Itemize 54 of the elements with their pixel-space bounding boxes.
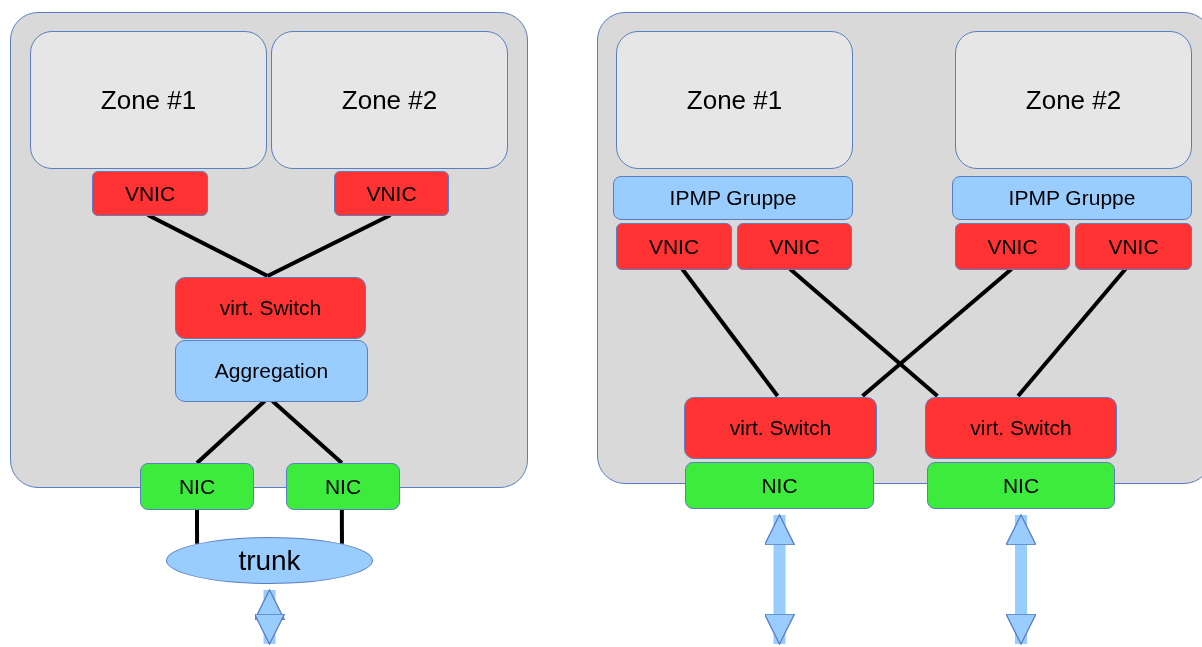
nic-box bbox=[927, 462, 1115, 509]
vnic-box bbox=[955, 223, 1070, 270]
group-box bbox=[613, 176, 853, 220]
connector-line bbox=[1016, 267, 1127, 398]
node-label: Aggregation bbox=[214, 359, 329, 383]
zone-box bbox=[271, 31, 508, 169]
double-arrow bbox=[1005, 514, 1037, 645]
zone-box bbox=[30, 31, 267, 169]
connector-line bbox=[195, 510, 200, 544]
node-label: Zone #1 bbox=[100, 84, 197, 116]
node-label: Zone #2 bbox=[341, 84, 438, 116]
node-label: virt. Switch bbox=[219, 296, 322, 320]
node-label: trunk bbox=[238, 544, 301, 577]
node-label: virt. Switch bbox=[729, 416, 832, 440]
connector-line bbox=[680, 267, 780, 398]
node-label: Zone #2 bbox=[1025, 84, 1122, 116]
node-label: VNIC bbox=[1108, 234, 1159, 259]
node-label: NIC bbox=[1002, 473, 1040, 498]
switch-box bbox=[684, 397, 877, 459]
zone-box bbox=[616, 31, 853, 169]
nic-box bbox=[140, 463, 254, 510]
node-label: Zone #1 bbox=[686, 84, 783, 116]
node-label: VNIC bbox=[366, 181, 417, 206]
node-label: NIC bbox=[178, 474, 216, 499]
node-label: IPMP Gruppe bbox=[1008, 186, 1136, 210]
vnic-box bbox=[334, 171, 449, 216]
node-label: IPMP Gruppe bbox=[669, 186, 797, 210]
node-label: NIC bbox=[761, 473, 798, 498]
connector-line bbox=[339, 510, 344, 544]
nic-box bbox=[685, 462, 874, 509]
switch-box bbox=[925, 397, 1117, 459]
node-label: VNIC bbox=[769, 234, 820, 259]
node-label: NIC bbox=[324, 474, 362, 499]
double-arrow bbox=[763, 514, 796, 645]
node-label: VNIC bbox=[124, 181, 176, 206]
connector-line bbox=[146, 213, 269, 278]
connector-line bbox=[266, 213, 392, 278]
aggregation-box bbox=[175, 340, 368, 402]
node-label: virt. Switch bbox=[970, 416, 1072, 440]
zone-box bbox=[955, 31, 1192, 169]
connector-line bbox=[788, 267, 939, 398]
connector-line bbox=[195, 399, 267, 465]
node-label: VNIC bbox=[987, 234, 1038, 259]
vnic-box bbox=[92, 171, 208, 216]
group-box bbox=[952, 176, 1192, 220]
switch-box bbox=[175, 277, 366, 339]
nic-box bbox=[286, 463, 400, 510]
connector-line bbox=[271, 399, 344, 465]
double-arrow bbox=[253, 589, 286, 645]
node-label: VNIC bbox=[648, 234, 700, 259]
vnic-box bbox=[1075, 223, 1192, 270]
vnic-box bbox=[616, 223, 732, 270]
vnic-box bbox=[737, 223, 852, 270]
connector-line bbox=[861, 267, 1013, 398]
